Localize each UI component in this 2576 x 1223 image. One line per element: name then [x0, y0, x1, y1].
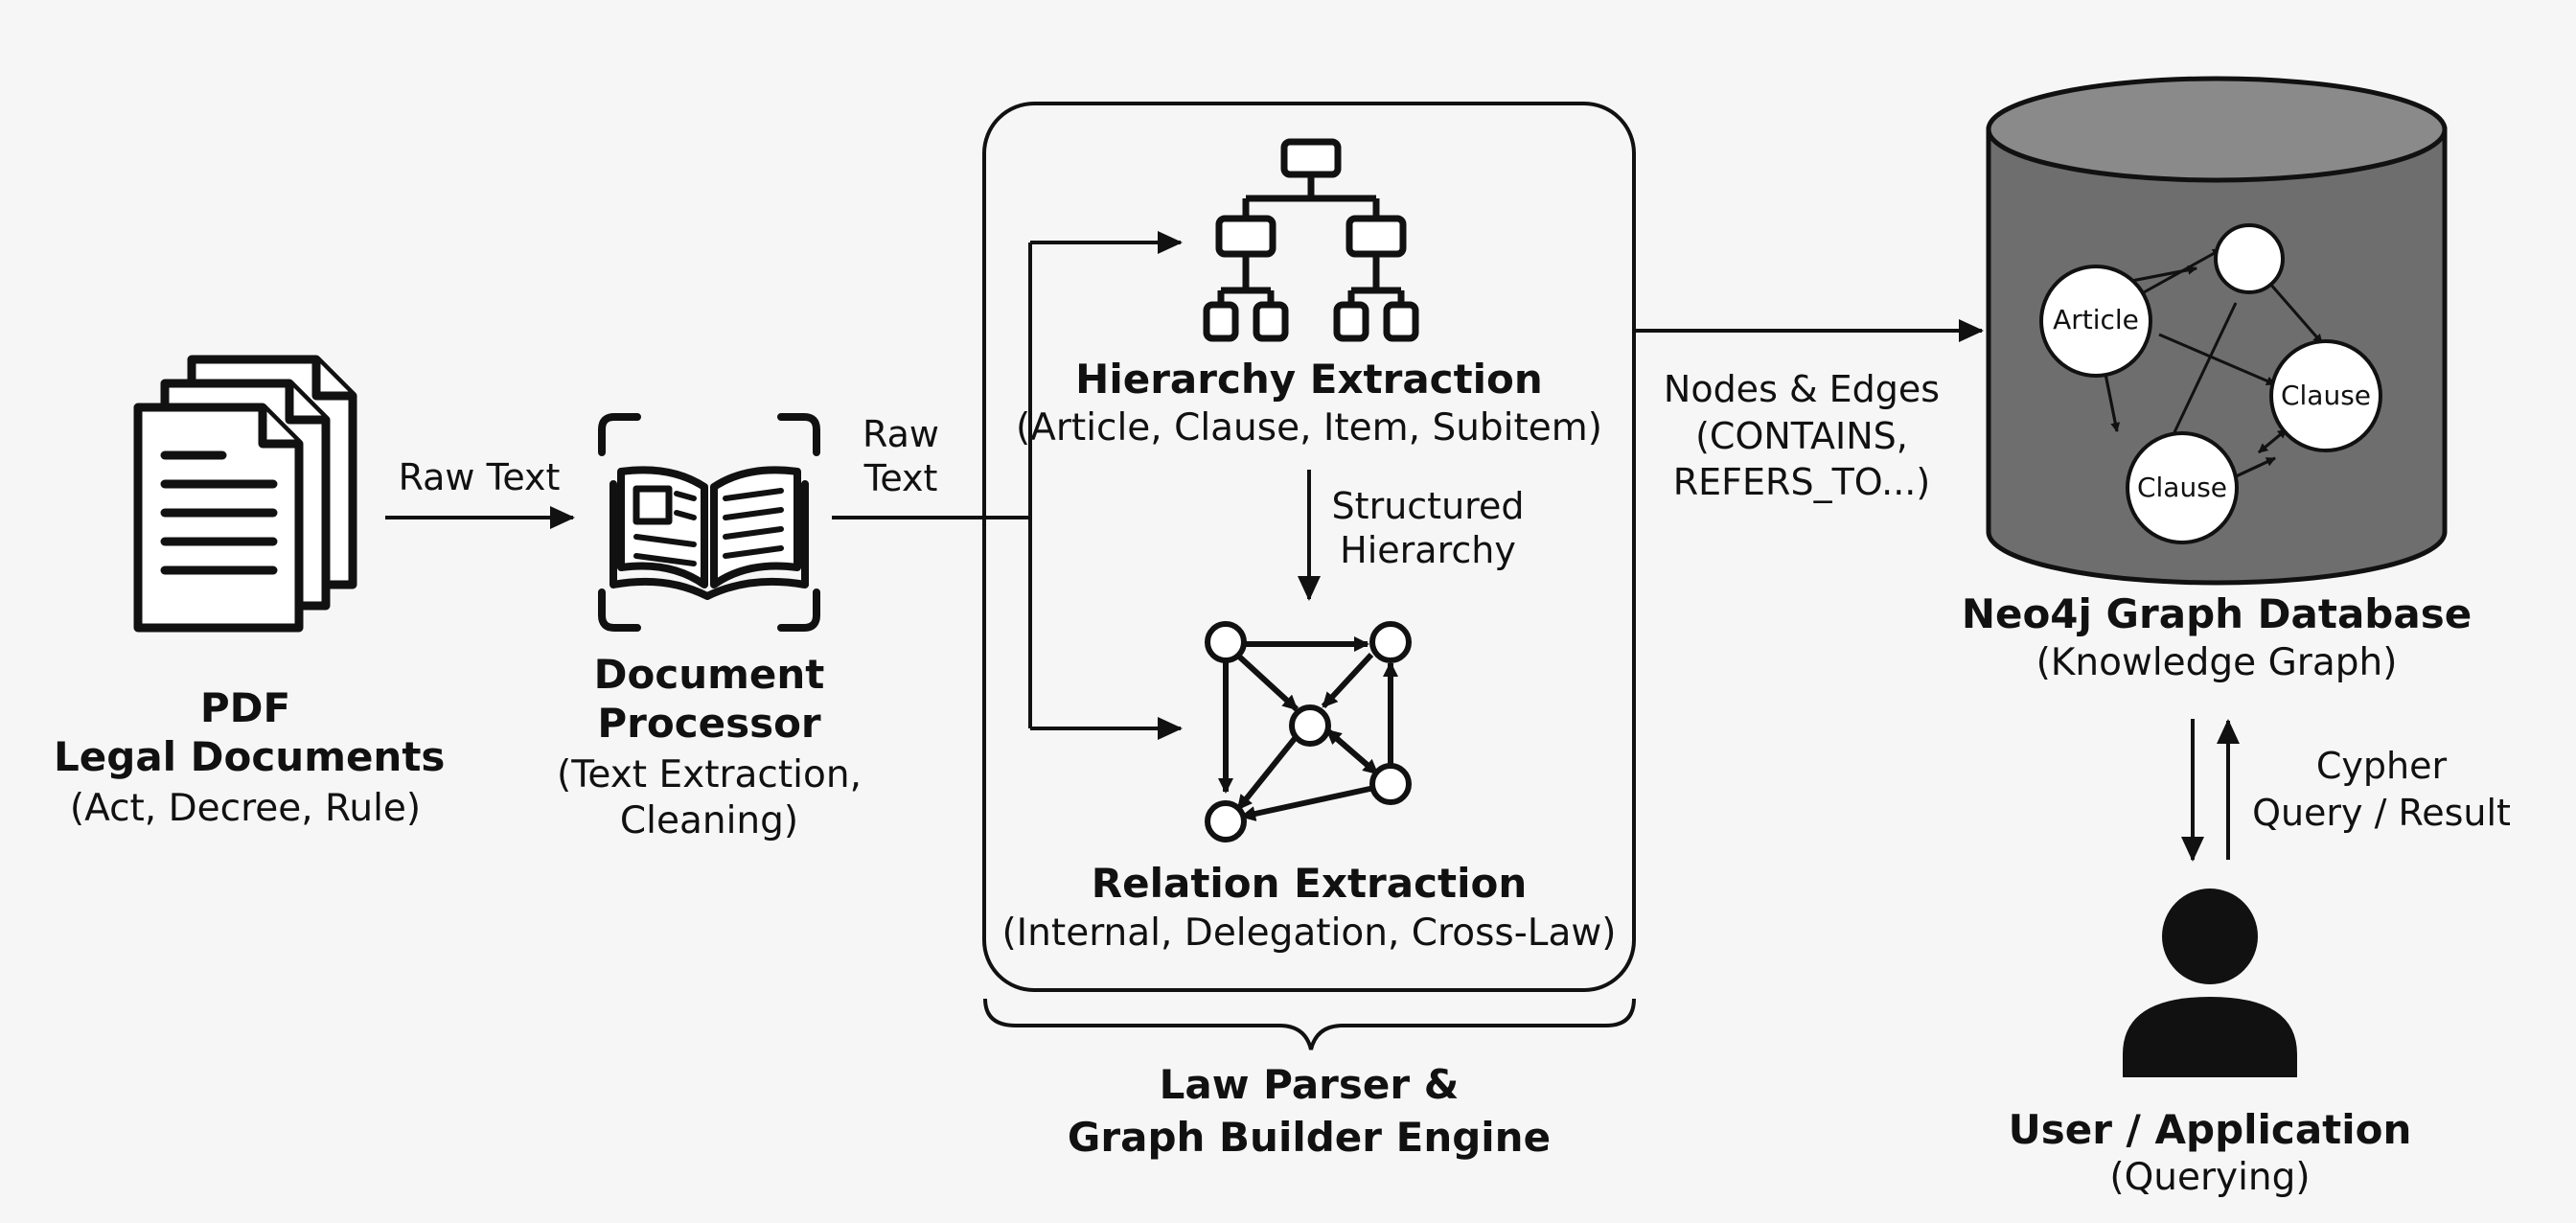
- edge-label-cypher-line1: Cypher: [2315, 745, 2448, 787]
- processor-subtitle-line2: Cleaning): [619, 798, 799, 842]
- pdf-title-line2: Legal Documents: [54, 733, 446, 781]
- edge-label-nodes-line1: Nodes & Edges: [1663, 368, 1941, 410]
- db-node-clause-bottom: [2126, 431, 2239, 544]
- pdf-subtitle: (Act, Decree, Rule): [69, 787, 422, 830]
- edge-label-raw-text-2-line1: Raw: [862, 413, 939, 455]
- tree-hierarchy-icon: [1203, 138, 1419, 342]
- db-node-clause-bottom-label: Clause: [2136, 472, 2228, 503]
- engine-title-line1: Law Parser &: [1159, 1061, 1460, 1108]
- edge-label-raw-text-2-line2: Text: [863, 457, 938, 500]
- arrow-processor-to-engine: [832, 231, 1183, 740]
- database-cylinder-icon: [1986, 76, 2448, 586]
- edge-label-cypher: Cypher Query / Result: [2238, 743, 2525, 836]
- relation-graph-icon: [1205, 621, 1412, 842]
- db-node-article: [2039, 265, 2152, 378]
- edge-label-nodes-line2: (CONTAINS,: [1695, 414, 1908, 457]
- database-subtitle: (Knowledge Graph): [2036, 641, 2398, 684]
- user-title: User / Application: [2008, 1106, 2412, 1153]
- edge-label-structured-line1: Structured: [1331, 485, 1525, 527]
- relation-subtitle: (Internal, Delegation, Cross-Law): [1001, 911, 1617, 955]
- processor-title: Document Processor: [556, 650, 862, 748]
- edge-label-raw-text-1: Raw Text: [398, 456, 561, 498]
- processor-subtitle: (Text Extraction, Cleaning): [537, 752, 882, 843]
- processor-subtitle-line1: (Text Extraction,: [557, 753, 862, 796]
- hierarchy-title: Hierarchy Extraction: [1075, 356, 1543, 403]
- edge-label-structured-line2: Hierarchy: [1340, 529, 1516, 572]
- user-subtitle: (Querying): [2109, 1156, 2311, 1199]
- edge-label-nodes-edges: Nodes & Edges (CONTAINS, REFERS_TO...): [1639, 366, 1965, 506]
- processor-title-line1: Document: [593, 651, 825, 698]
- pdf-title: PDF Legal Documents: [54, 683, 446, 781]
- user-icon: [2123, 888, 2297, 1077]
- relation-title: Relation Extraction: [1091, 860, 1528, 907]
- engine-title-line2: Graph Builder Engine: [1067, 1113, 1552, 1161]
- edge-label-cypher-line2: Query / Result: [2252, 791, 2511, 834]
- db-node-clause-right-label: Clause: [2280, 380, 2372, 411]
- processor-title-line2: Processor: [597, 700, 821, 748]
- engine-title: Law Parser & Graph Builder Engine: [1006, 1059, 1612, 1164]
- pdf-title-line1: PDF: [199, 684, 291, 731]
- hierarchy-subtitle: (Article, Clause, Item, Subitem): [1015, 406, 1603, 450]
- engine-brace: [983, 998, 1636, 1050]
- db-node-top: [2214, 223, 2285, 294]
- db-node-article-label: Article: [2053, 304, 2139, 335]
- engine-box: [982, 102, 1636, 992]
- database-title: Neo4j Graph Database: [1961, 590, 2472, 637]
- edge-label-raw-text-2: Raw Text: [843, 412, 958, 501]
- document-stack-icon: [133, 355, 357, 633]
- database-graph-nodes: [2039, 223, 2382, 544]
- open-book-icon: [598, 413, 820, 632]
- db-node-clause-right: [2269, 339, 2382, 452]
- edge-label-nodes-line3: REFERS_TO...): [1672, 461, 1931, 504]
- edge-label-structured-hierarchy: Structured Hierarchy: [1318, 484, 1538, 573]
